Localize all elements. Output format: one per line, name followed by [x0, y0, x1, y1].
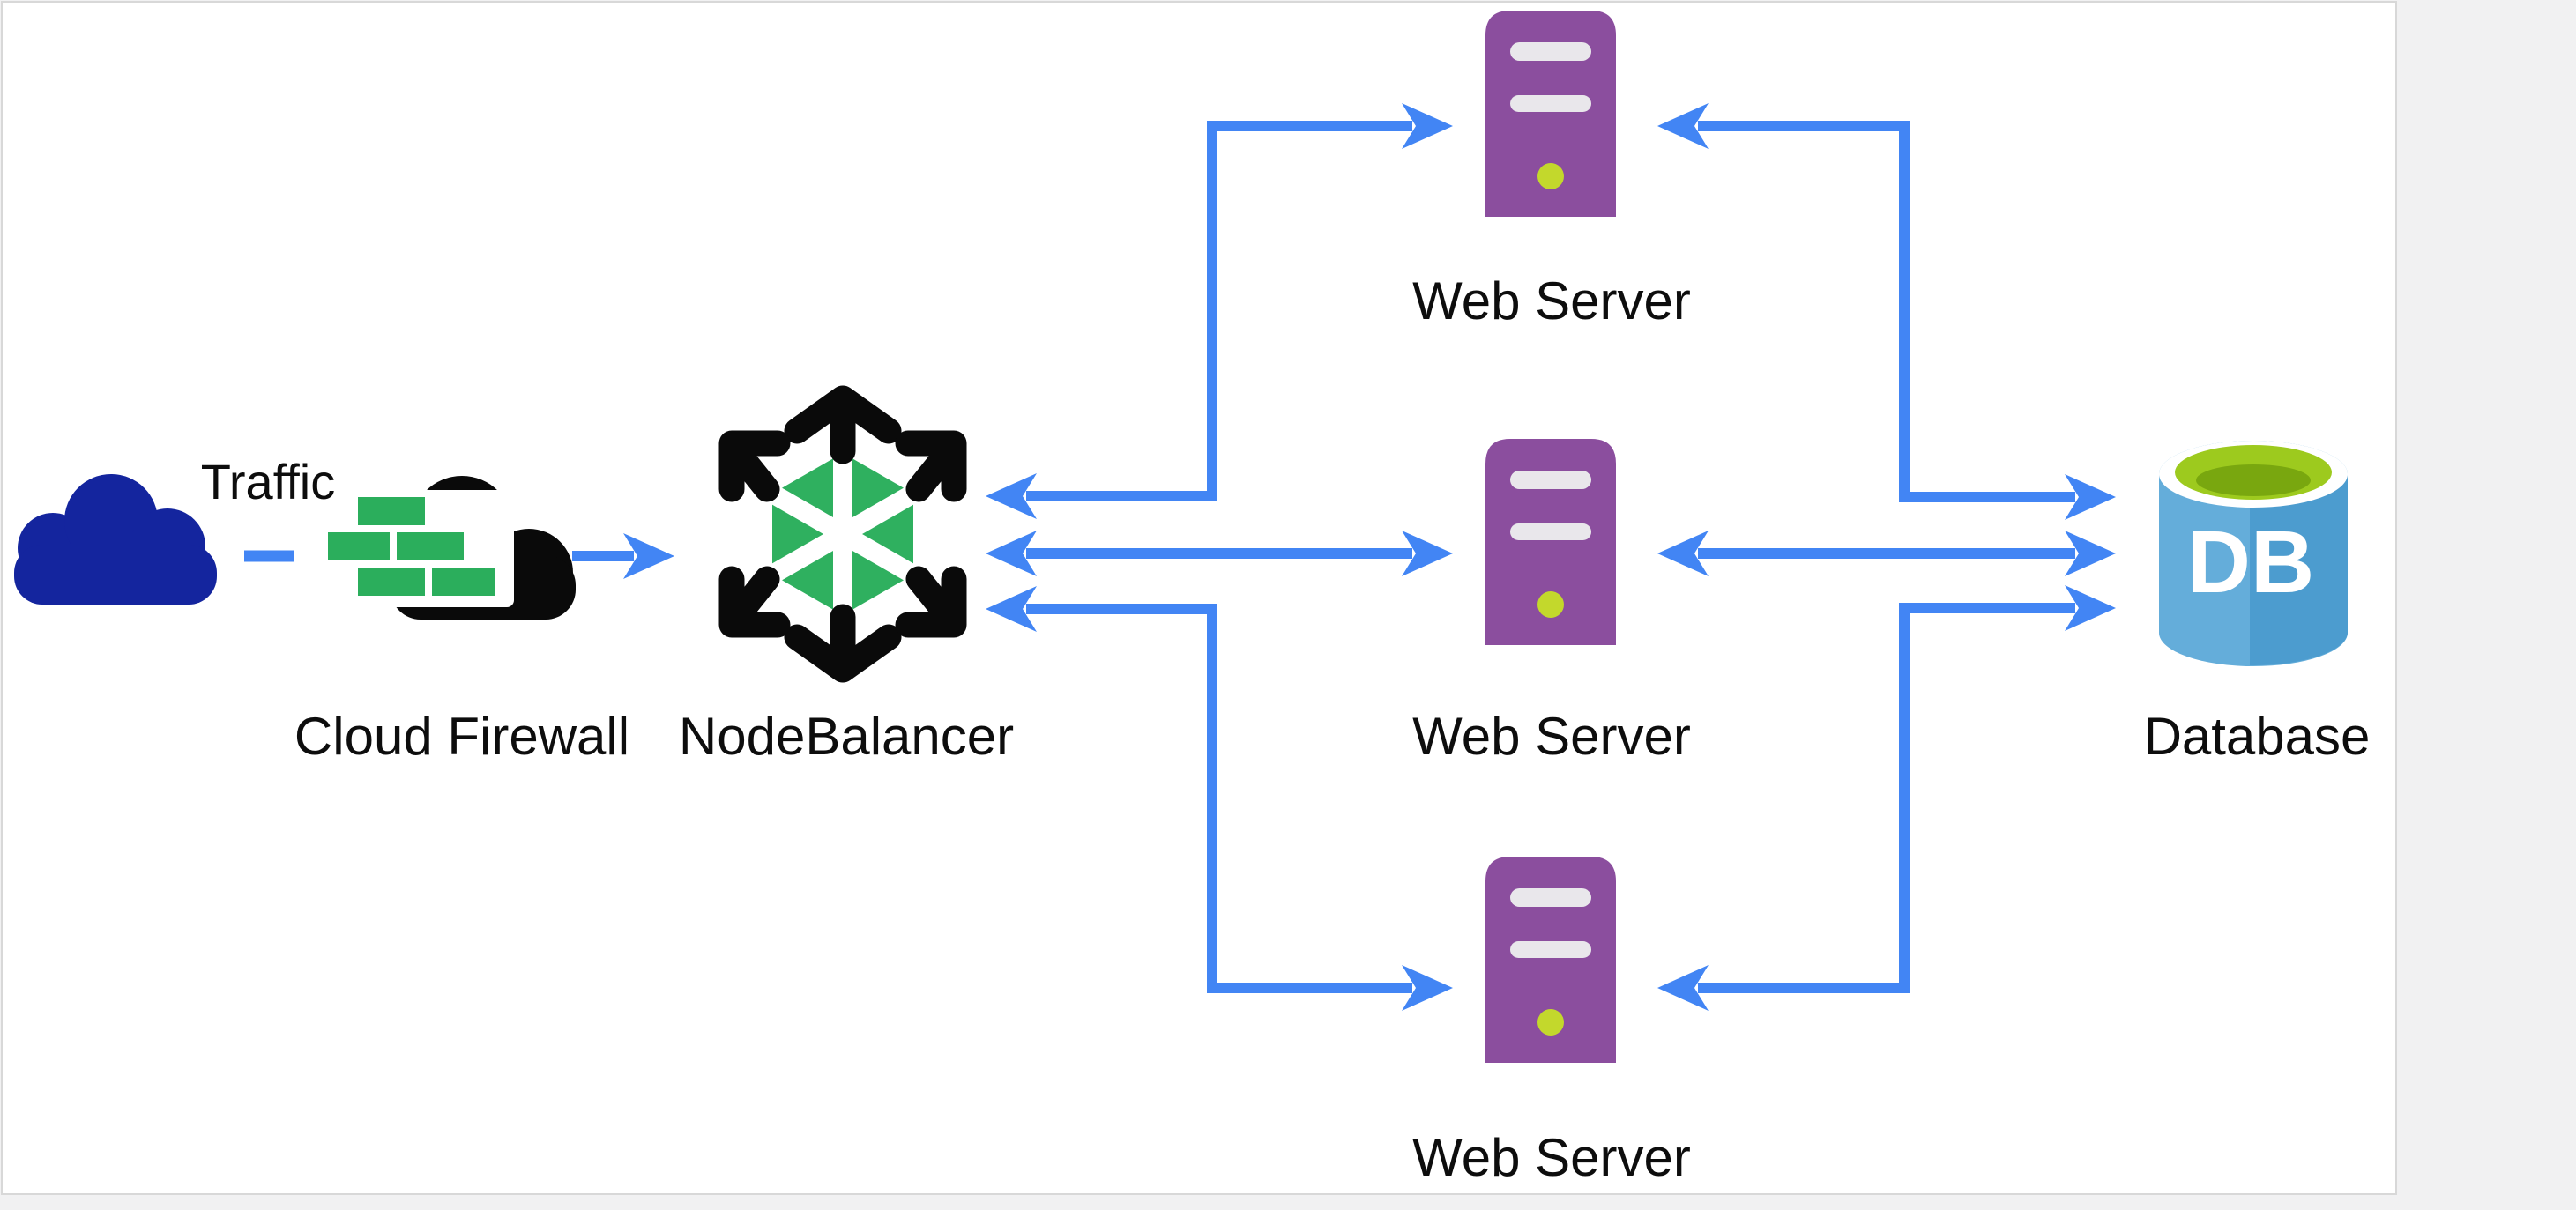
balancer-arrow-up [784, 385, 902, 464]
balancer-arrow-se [895, 566, 967, 638]
cloud-firewall-icon [327, 476, 576, 620]
database-icon: DB [2159, 441, 2348, 666]
firewall-brick [432, 568, 495, 596]
balancer-arrow-ne [895, 430, 967, 502]
edge-nodebalancer-webserver-bottom [986, 586, 1453, 1011]
web-server-bottom-label: Web Server [1412, 1128, 1691, 1187]
firewall-brick [358, 497, 425, 525]
balancer-arrow-nw [718, 430, 791, 502]
database-label: Database [2144, 707, 2371, 766]
web-server-top-icon [1485, 11, 1616, 217]
web-server-middle-icon [1485, 439, 1616, 645]
firewall-brick [397, 532, 464, 560]
web-server-top-label: Web Server [1412, 271, 1691, 330]
firewall-brick [328, 532, 390, 560]
balancer-arrow-sw [718, 566, 791, 638]
web-server-middle-label: Web Server [1412, 707, 1691, 766]
cloud-base [14, 545, 217, 605]
database-cylinder-shade [2250, 476, 2348, 666]
traffic-cloud-icon [14, 474, 217, 605]
cloud-firewall-label: Cloud Firewall [294, 707, 629, 766]
edge-nodebalancer-webserver-top [986, 103, 1453, 519]
database-top-inner [2196, 464, 2311, 496]
edge-webserver-bottom-database [1657, 585, 2116, 1011]
edge-webserver-top-database [1657, 103, 2116, 520]
edges-layer [244, 103, 2116, 1011]
firewall-brick [358, 568, 425, 596]
web-server-bottom-icon [1485, 857, 1616, 1063]
database-badge: DB [2187, 513, 2314, 612]
balancer-arrow-down [784, 604, 902, 683]
nodebalancer-label: NodeBalancer [679, 707, 1014, 766]
hexagon-spokes [767, 453, 919, 615]
traffic-label: Traffic [201, 454, 335, 509]
nodebalancer-icon [718, 385, 967, 683]
